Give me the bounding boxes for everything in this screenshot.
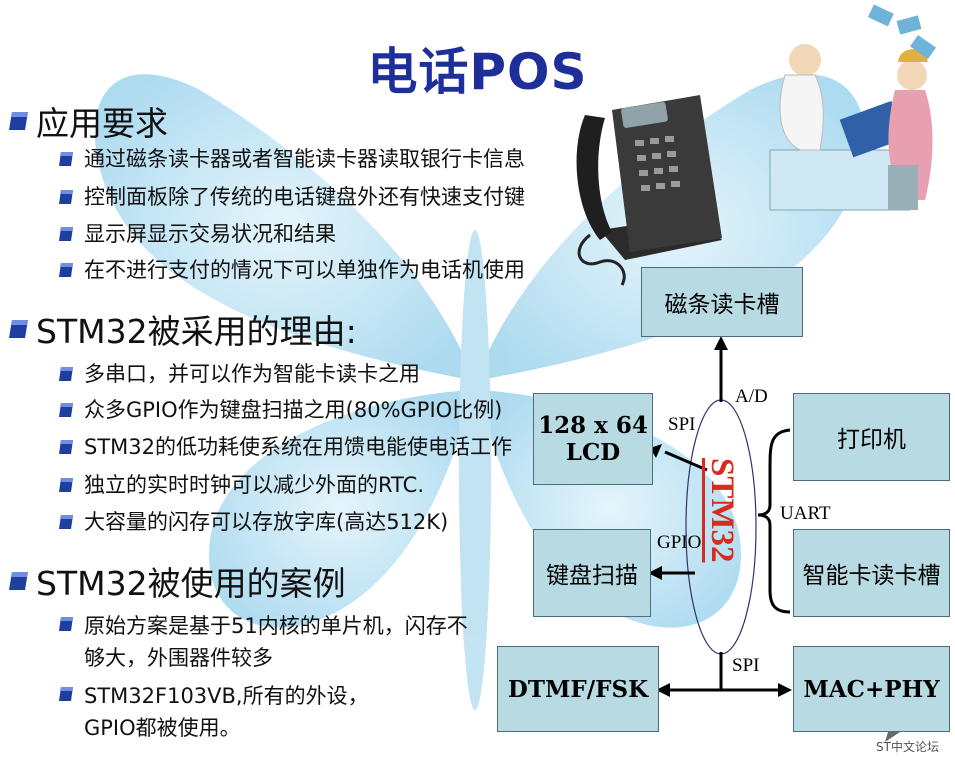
stm32-label: STM32 — [704, 458, 740, 563]
list-item: 原始方案是基于51内核的单片机，闪存不够大，外围器件较多 — [58, 610, 488, 674]
magstripe-reader-block: 磁条读卡槽 — [641, 267, 803, 337]
lcd-size-label: 128 x 64 — [538, 412, 648, 439]
list-item: 显示屏显示交易状况和结果 — [58, 220, 336, 248]
gpio-label: GPIO — [657, 532, 702, 553]
spi-top-label: SPI — [668, 414, 696, 435]
list-item: 独立的实时时钟可以减少外面的RTC. — [58, 471, 424, 499]
section-heading: 应用要求 — [8, 97, 168, 145]
bullet-icon — [59, 617, 73, 631]
uart-label: UART — [780, 503, 831, 524]
spi-bottom-label: SPI — [732, 655, 760, 676]
bullet-icon — [9, 572, 28, 590]
list-item: 在不进行支付的情况下可以单独作为电话机使用 — [58, 256, 525, 284]
bullet-icon — [9, 320, 28, 338]
bullet-icon — [59, 687, 73, 701]
bullet-icon — [59, 478, 73, 492]
list-item: 大容量的闪存可以存放字库(高达512K) — [58, 508, 448, 536]
smartcard-reader-block: 智能卡读卡槽 — [793, 529, 950, 617]
bullet-icon — [59, 227, 73, 241]
uart-bracket — [757, 428, 791, 614]
slide-title: 电话POS — [367, 43, 588, 101]
lcd-block: 128 x 64 LCD — [533, 393, 653, 485]
list-item: STM32F103VB,所有的外设，GPIO都被使用。 — [58, 680, 388, 744]
keypad-scan-block: 键盘扫描 — [533, 529, 651, 617]
section-heading: STM32被使用的案例 — [8, 557, 346, 605]
bullet-icon — [59, 263, 73, 277]
list-item: 控制面板除了传统的电话键盘外还有快速支付键 — [58, 183, 525, 211]
dtmf-fsk-block: DTMF/FSK — [497, 646, 659, 732]
bullet-icon — [59, 440, 73, 454]
telephone-icon — [576, 95, 722, 286]
ad-label: A/D — [735, 386, 768, 407]
list-item: 多串口，并可以作为智能卡读卡之用 — [58, 360, 420, 388]
bullet-icon — [59, 403, 73, 417]
mac-phy-block: MAC+PHY — [793, 646, 950, 732]
bullet-icon — [9, 112, 28, 130]
list-item: 众多GPIO作为键盘扫描之用(80%GPIO比例) — [58, 396, 502, 424]
bullet-icon — [59, 367, 73, 381]
bullet-icon — [59, 190, 73, 204]
bullet-icon — [59, 152, 73, 166]
section-heading: STM32被采用的理由: — [8, 305, 357, 353]
list-item: 通过磁条读卡器或者智能读卡器读取银行卡信息 — [58, 145, 525, 173]
list-item: STM32的低功耗使系统在用馈电能使电话工作 — [58, 433, 512, 461]
printer-block: 打印机 — [793, 393, 950, 481]
watermark: ST中文论坛 — [876, 740, 939, 754]
lcd-label: LCD — [565, 439, 621, 466]
bullet-icon — [59, 515, 73, 529]
diagram-arrows — [648, 336, 792, 697]
shopper-illustration-icon — [769, 4, 937, 211]
